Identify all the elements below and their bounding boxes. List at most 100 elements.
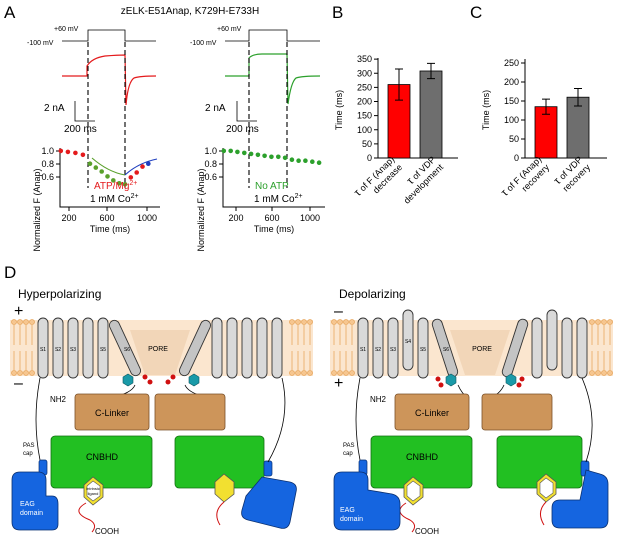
right-ytick-2: 0.8: [204, 159, 217, 169]
right-subunit-a-helices: [357, 309, 459, 379]
data-point: [303, 158, 308, 163]
data-point: [87, 161, 93, 166]
left-pas-cap-b: [263, 460, 273, 477]
right-lipids-right: [589, 319, 613, 376]
right-eag-domain-b: [551, 469, 609, 529]
data-point: [122, 182, 128, 187]
right-s4-label: S4: [405, 339, 411, 345]
panel-letter-d: D: [4, 263, 16, 282]
left-ytick-2: 0.8: [41, 159, 54, 169]
left-data-points: [58, 148, 151, 187]
right-nh2-tether: [355, 377, 361, 461]
data-point: [80, 152, 86, 158]
data-point: [140, 164, 145, 169]
data-point: [134, 170, 139, 175]
data-point: [316, 160, 322, 165]
data-point: [276, 154, 281, 160]
left-pore-region: [130, 330, 190, 375]
right-scale-bar: 2 nA 200 ms: [205, 101, 259, 135]
right-s1-label: S1: [360, 347, 366, 353]
left-nh2-label: NH2: [50, 395, 67, 404]
right-fluorescence-plot: Normalized F (Anap) 1.0 0.8 0.6 200 600 …: [196, 146, 325, 252]
panel-c-ytick-label: 150: [504, 96, 519, 106]
left-s5-label: S5: [100, 347, 106, 353]
left-anap-marker: [122, 373, 200, 387]
panel-c-ytick-label: 250: [504, 58, 519, 68]
left-lipids-left: [11, 319, 35, 376]
right-intrinsic-ligand-a: [403, 476, 424, 506]
left-cnbhd-a: [50, 435, 153, 489]
data-point: [146, 161, 151, 166]
right-eag-label-1: EAG: [340, 507, 355, 514]
left-s3-label: S3: [70, 347, 76, 353]
left-subunit-a-helices: [37, 317, 142, 379]
left-clinker-b: [154, 393, 226, 431]
data-point: [235, 149, 240, 155]
left-s1-label: S1: [40, 347, 46, 353]
panel-c-ytick-label: 0: [514, 153, 519, 163]
right-condition-1: No ATP: [255, 181, 289, 192]
right-cnbhd-a: [370, 435, 473, 489]
left-voltage-protocol: +60 mV -100 mV: [27, 26, 156, 47]
left-charge-markers: [142, 374, 176, 385]
data-point: [93, 165, 99, 170]
diagram-depolarizing: Depolarizing – +: [330, 287, 613, 536]
data-point: [282, 155, 288, 161]
panel-b-error-bar: [395, 68, 403, 101]
right-pas-label-1: PAS: [343, 443, 355, 449]
panel-b-ytick-label: 200: [357, 97, 372, 107]
right-clinker-b: [481, 393, 553, 431]
data-point: [128, 175, 134, 180]
right-charge-markers: [435, 376, 525, 388]
panel-a-title: zELK-E51Anap, K729H-E733H: [121, 6, 259, 17]
data-point: [105, 174, 110, 179]
left-current-trace: [62, 54, 157, 106]
panel-b-ytick-label: 100: [357, 125, 372, 135]
left-fit-green: [91, 157, 126, 176]
left-cooh-label: COOH: [95, 527, 119, 536]
right-ytick-1: 1.0: [204, 146, 217, 156]
right-bottom-sign: +: [334, 375, 343, 392]
panel-letter-b: B: [332, 3, 343, 22]
right-ytick-3: 0.6: [204, 172, 217, 182]
left-ligand-label-1: intrinsic: [86, 486, 100, 491]
left-step-voltage: +60 mV: [54, 26, 79, 33]
data-point: [262, 153, 267, 159]
left-pas-label-1: PAS: [23, 443, 35, 449]
right-cooh-tail-a: [399, 502, 416, 533]
right-subunit-b-helices: [501, 309, 588, 379]
diagram-hyperpolarizing: Hyperpolarizing + –: [10, 287, 313, 536]
left-hold-voltage: -100 mV: [27, 40, 54, 47]
panel-c-error-bar: [542, 98, 550, 115]
left-ligand-label-2: ligand: [88, 491, 99, 496]
left-scale-bar: 2 nA 200 ms: [44, 101, 97, 135]
left-intrinsic-ligand-a: intrinsic ligand: [83, 476, 104, 506]
panel-letter-c: C: [470, 3, 482, 22]
left-ytick-3: 0.6: [41, 172, 54, 182]
left-ytick-1: 1.0: [41, 146, 54, 156]
data-point: [269, 154, 274, 160]
right-s6-label: S6: [443, 347, 449, 353]
hyperpolarizing-title: Hyperpolarizing: [18, 287, 101, 301]
right-current-trace: [225, 53, 321, 105]
right-clinker-a: [394, 393, 470, 431]
panel-b-ytick-label: 150: [357, 111, 372, 121]
left-condition-1: ATP/Mg2+: [94, 180, 137, 192]
right-xtick-1: 200: [228, 213, 243, 223]
panel-b-ytick-label: 350: [357, 54, 372, 64]
left-bottom-sign: –: [14, 375, 23, 392]
right-cooh-label: COOH: [415, 527, 439, 536]
panel-c-cat1-label: τ of F (Anap) recovery: [499, 154, 552, 198]
left-pore-label: PORE: [148, 346, 168, 353]
left-eag-domain-b: [241, 476, 297, 529]
right-xtick-3: 1000: [300, 213, 320, 223]
right-pore-label: PORE: [472, 346, 492, 353]
right-data-points: [221, 148, 322, 165]
panel-b-bar: [419, 70, 443, 159]
left-s6-label: S6: [124, 347, 130, 353]
left-pas-label-2: cap: [23, 451, 33, 457]
panel-c-cat2-label: τ of VDP recovery: [552, 154, 593, 193]
left-fit-blue: [124, 158, 158, 176]
